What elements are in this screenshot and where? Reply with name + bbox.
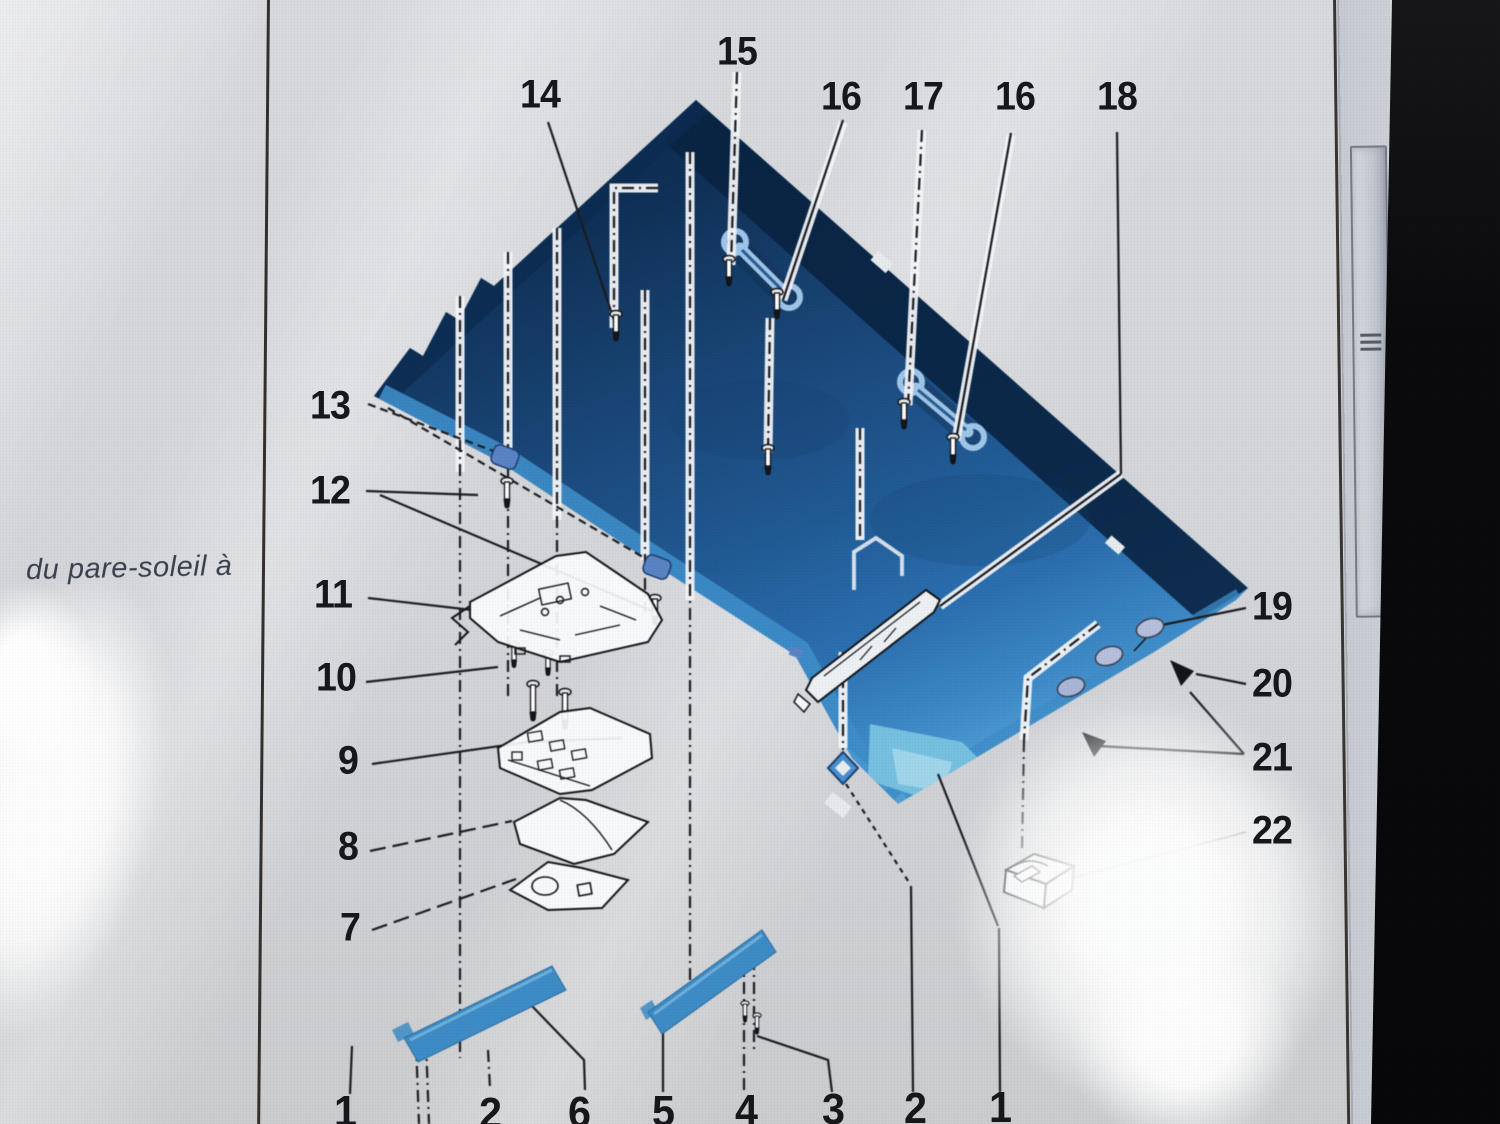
- callout-bottom-2a: 2: [478, 1089, 502, 1124]
- part-11-visor-mount: [450, 550, 664, 664]
- callout-8: 8: [338, 824, 359, 869]
- callout-10: 10: [316, 655, 357, 700]
- callout-21: 21: [1252, 735, 1293, 780]
- scrollbar-thumb[interactable]: [1349, 145, 1393, 618]
- callout-18: 18: [1097, 74, 1138, 119]
- trim-strip-right: [640, 929, 777, 1035]
- callout-14: 14: [520, 72, 561, 117]
- caption-pare-soleil: du pare-soleil à: [25, 549, 233, 587]
- callout-22: 22: [1252, 808, 1293, 853]
- callout-13: 13: [310, 383, 351, 428]
- callout-bottom-3: 3: [821, 1085, 845, 1124]
- callout-20: 20: [1252, 661, 1293, 706]
- trim-strip-left: [392, 965, 567, 1063]
- part-8-plate: [512, 796, 650, 866]
- part-18-rod: [793, 588, 942, 714]
- callout-9: 9: [338, 738, 359, 783]
- callout-12: 12: [310, 468, 351, 513]
- callout-19: 19: [1252, 584, 1293, 629]
- callout-bottom-4: 4: [734, 1086, 758, 1124]
- callout-bottom-1a: 1: [333, 1087, 357, 1124]
- callout-15: 15: [717, 29, 758, 74]
- callout-7: 7: [340, 905, 361, 950]
- edge-clips: [490, 444, 860, 786]
- scrollbar-grip-icon: [1354, 329, 1387, 351]
- part-9-console: [496, 706, 654, 796]
- callout-bottom-1b: 1: [988, 1083, 1012, 1124]
- rear-bracket-outline: [852, 535, 904, 590]
- callout-bottom-2b: 2: [903, 1084, 927, 1124]
- callout-bottom-6: 6: [567, 1088, 591, 1124]
- callout-bottom-5: 5: [651, 1087, 675, 1124]
- part-22-box: [1002, 852, 1077, 910]
- callout-16b: 16: [995, 74, 1036, 119]
- callout-16a: 16: [821, 74, 862, 119]
- callout-17: 17: [903, 74, 944, 119]
- part-7-plate: [508, 860, 630, 912]
- callout-11: 11: [314, 572, 353, 617]
